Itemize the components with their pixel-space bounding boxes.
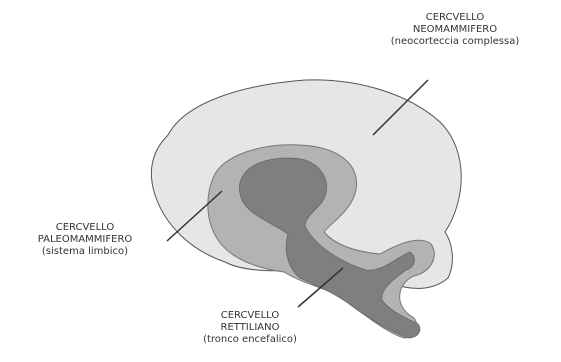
rettiliano-label: CERCVELLO RETTILIANO (tronco encefalico) [180, 310, 320, 346]
neomammifero-label: CERCVELLO NEOMAMMIFERO (neocorteccia com… [375, 12, 535, 48]
neomammifero-label-line2: NEOMAMMIFERO [375, 24, 535, 36]
rettiliano-label-line2: RETTILIANO [180, 322, 320, 334]
rettiliano-label-line3: (tronco encefalico) [180, 334, 320, 346]
paleomammifero-label: CERCVELLO PALEOMAMMIFERO (sistema limbic… [0, 222, 170, 258]
paleomammifero-label-line3: (sistema limbico) [0, 246, 170, 258]
neomammifero-label-line1: CERCVELLO [375, 12, 535, 24]
rettiliano-label-line1: CERCVELLO [180, 310, 320, 322]
paleomammifero-label-line1: CERCVELLO [0, 222, 170, 234]
paleomammifero-label-line2: PALEOMAMMIFERO [0, 234, 170, 246]
neomammifero-label-line3: (neocorteccia complessa) [375, 36, 535, 48]
